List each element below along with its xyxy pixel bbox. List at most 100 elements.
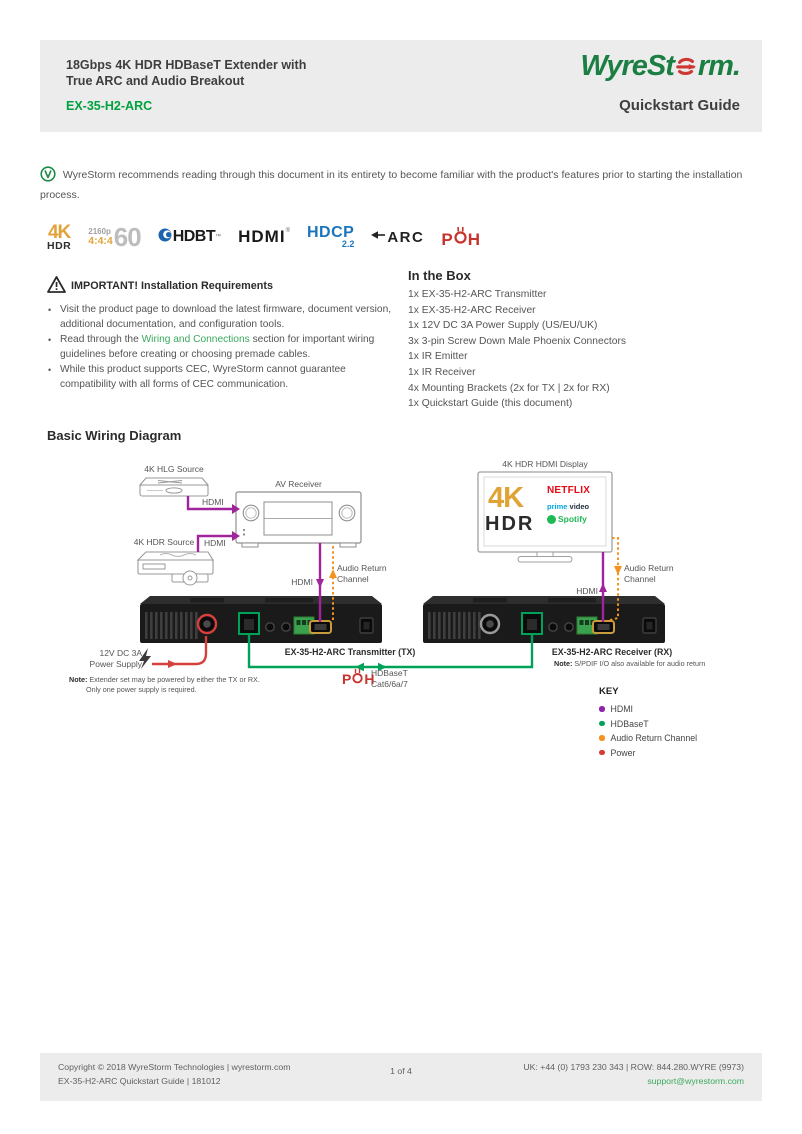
poh-badge: P H [441, 226, 480, 248]
prime-video-logo: prime video [547, 502, 589, 511]
key-label: HDMI [610, 704, 633, 714]
tv-4k-logo: 4K [488, 482, 524, 514]
support-phone-text: UK: +44 (0) 1793 230 343 | ROW: 844.280.… [523, 1062, 744, 1072]
netflix-logo: NETFLIX [547, 485, 591, 496]
rx-device [422, 595, 666, 644]
requirement-item: Visit the product page to download the l… [47, 303, 402, 332]
important-section: IMPORTANT! Installation Requirements Vis… [47, 276, 402, 393]
key-label: HDBaseT [610, 718, 649, 729]
cable-label: HDBaseT Cat6/6a/7 [371, 668, 408, 689]
brand-text-pre: WyreSt [580, 50, 674, 82]
video-text: video [569, 502, 590, 511]
guide-subtitle: Quickstart Guide [619, 97, 740, 114]
page-number: 1 of 4 [390, 1066, 412, 1076]
arc-arrow-icon [371, 228, 386, 246]
arc-label-line1: Audio Return [337, 563, 387, 573]
arc-text: ARC [387, 228, 425, 246]
footer-left: Copyright © 2018 WyreStorm Technologies … [58, 1060, 290, 1088]
tx-label: EX-35-H2-ARC Transmitter (TX) [284, 647, 416, 657]
display-label: 4K HDR HDMI Display [502, 459, 588, 469]
footer-band [40, 1053, 762, 1101]
arc-label-line2: Channel [337, 573, 369, 584]
lightning-bolt-icon [139, 648, 151, 669]
hdmi-label-2: HDMI [204, 538, 226, 548]
hdbaset-badge: HDBT ™ [158, 228, 221, 246]
hdbaset-globe-icon [158, 228, 172, 246]
power-key-dot [599, 749, 605, 756]
box-item: 4x Mounting Brackets (2x for TX | 2x for… [408, 382, 610, 394]
key-label: Audio Return Channel [610, 733, 698, 743]
box-item: 1x IR Emitter [408, 351, 468, 363]
tx-device [139, 595, 383, 644]
certification-badges: 4K HDR 2160p 4:4:4 60 HDBT ™ HDMI® HDCP … [47, 218, 480, 256]
in-the-box-heading: In the Box [408, 268, 471, 283]
arc-key-dot [599, 735, 605, 741]
tv-display-device [477, 471, 613, 563]
hdr-badge-text: HDR [47, 239, 72, 252]
chroma-text: 4:4:4 [88, 234, 113, 247]
hlg-source-device [138, 477, 210, 497]
hdbt-tm: ™ [215, 234, 222, 240]
note-label: Note: [554, 659, 573, 668]
requirements-list: Visit the product page to download the l… [47, 303, 402, 392]
av-receiver-label: AV Receiver [275, 479, 322, 489]
key-row: Audio Return Channel [599, 733, 697, 743]
framerate-text: 60 [113, 222, 142, 252]
hdr-source-label: 4K HDR Source [133, 537, 195, 547]
hdcp-version: 2.2 [341, 239, 355, 249]
key-row: HDMI [599, 704, 697, 714]
arc-arrowheads [329, 566, 622, 578]
arc-label-line2: Channel [624, 573, 656, 584]
prime-text: prime [547, 502, 568, 511]
hdmi-label-1: HDMI [202, 497, 224, 507]
key-label: Power [610, 747, 636, 758]
requirement-text: section for important wiring guidelines … [60, 334, 375, 360]
4k-hdr-badge: 4K HDR [47, 223, 71, 252]
arc-badge: ARC [371, 228, 424, 246]
cable-type: HDBaseT [371, 668, 408, 678]
poh-logo: P H [342, 669, 374, 686]
hdmi-badge: HDMI® [238, 228, 290, 247]
hdmi-label-3: HDMI [291, 577, 313, 587]
key-heading: KEY [599, 686, 619, 697]
in-the-box-section: In the Box 1x EX-35-H2-ARC Transmitter 1… [408, 268, 762, 412]
hdbaset-connection [247, 635, 534, 672]
tx-note: Note: Extender set may be powered by eit… [69, 675, 284, 694]
spotify-icon [547, 514, 556, 524]
poh-plug-icon [352, 669, 363, 686]
title-line1: 18Gbps 4K HDR HDBaseT Extender with [66, 58, 307, 72]
box-item: 1x EX-35-H2-ARC Receiver [408, 304, 536, 316]
wiring-connections-link[interactable]: Wiring and Connections [141, 334, 250, 345]
hdmi-text: HDMI [238, 226, 286, 246]
arc-connections [332, 537, 619, 622]
2160p-badge: 2160p 4:4:4 60 [88, 222, 142, 252]
psu-label: 12V DC 3A Power Supply [72, 648, 142, 669]
box-item: 3x 3-pin Screw Down Male Phoenix Connect… [408, 335, 627, 347]
note-label: Note: [69, 675, 88, 684]
requirement-text: Read through the [60, 334, 142, 345]
footer-right: UK: +44 (0) 1793 230 343 | ROW: 844.280.… [400, 1060, 744, 1088]
support-email-link[interactable]: support@wyrestorm.com [647, 1076, 744, 1086]
cable-category: Cat6/6a/7 [371, 678, 408, 689]
rx-note: Note: S/PDIF I/O also available for audi… [554, 659, 744, 669]
diagram-key: KEY HDMI HDBaseT Audio Return Channel Po… [599, 686, 697, 762]
requirement-text: While this product supports CEC, WyreSto… [60, 364, 346, 390]
poh-plug-icon [454, 226, 467, 248]
copyright-text: Copyright © 2018 WyreStorm Technologies … [58, 1062, 291, 1072]
tv-hdr-logo: HDR [485, 513, 535, 535]
box-item: 1x Quickstart Guide (this document) [408, 398, 573, 410]
wiring-diagram-art [136, 471, 666, 672]
arc-label-line1: Audio Return [624, 563, 674, 573]
psu-label-line2: Power Supply [89, 658, 142, 669]
rx-label: EX-35-H2-ARC Receiver (RX) [551, 647, 673, 657]
intro-text: WyreStorm recommends reading through thi… [40, 169, 743, 201]
hdmi-label-4: HDMI [576, 586, 598, 596]
storm-swirl-icon [675, 55, 697, 77]
poh-h-text: H [364, 671, 375, 687]
box-item: 1x 12V DC 3A Power Supply (US/EU/UK) [408, 320, 598, 332]
wyrestorm-mark-icon [40, 166, 56, 188]
tx-note-text2: Only one power supply is required. [86, 684, 197, 694]
hdbaset-key-dot [599, 720, 605, 727]
tx-note-text1: Extender set may be powered by either th… [89, 675, 260, 684]
